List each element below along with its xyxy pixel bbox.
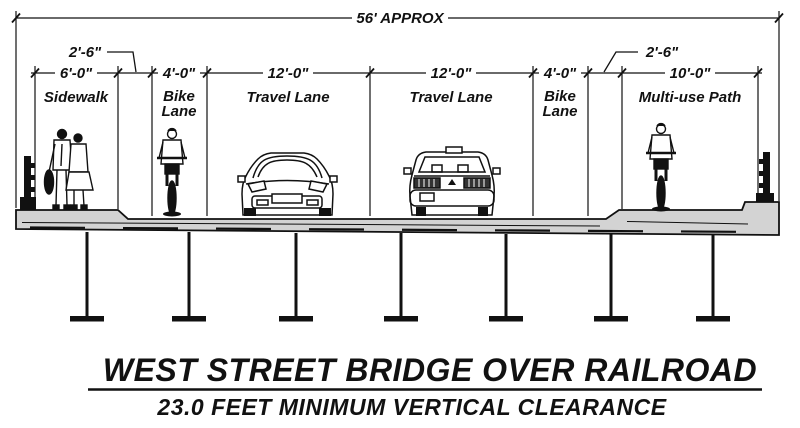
travel-lane-right-label: Travel Lane [409,89,492,106]
extension-lines [15,11,780,216]
offset-right-dimension: 2'-6" [645,44,679,61]
pedestrians-figure [43,128,94,210]
sidewalk-dimension: 6'-0" [60,65,93,82]
bridge-girders [70,232,730,322]
multi-use-path-dimension: 10'-0" [670,65,712,82]
offset-left-dimension: 2'-6" [68,44,102,61]
title-block: WEST STREET BRIDGE OVER RAILROAD 23.0 FE… [88,352,762,420]
dimension-text-backgrounds [55,11,715,79]
bike-lane-left-label-line2: Lane [161,103,196,120]
drawing-title: WEST STREET BRIDGE OVER RAILROAD [103,352,757,388]
car-rear-figure [403,146,501,216]
car-front-figure [237,152,338,216]
bike-lane-right-dimension: 4'-0" [543,65,577,82]
travel-lane-left-dimension: 12'-0" [268,65,310,82]
right-railing [756,152,774,202]
multi-use-path-label: Multi-use Path [639,89,742,106]
bike-lane-right-label-line2: Lane [542,103,577,120]
overall-dimension: 56' APPROX [356,10,444,27]
left-railing [20,156,36,210]
travel-lane-left-label: Travel Lane [246,89,329,106]
drawing-subtitle: 23.0 FEET MINIMUM VERTICAL CLEARANCE [156,394,666,420]
sidewalk-label: Sidewalk [44,89,109,106]
cyclist-figure-left [155,127,189,218]
bridge-deck [15,201,780,236]
cyclist-figure-right [644,122,678,213]
dimension-ticks [11,12,784,79]
dimension-texts: 56' APPROX 2'-6" 2'-6" 6'-0" 4'-0" 12'-0… [60,10,711,82]
bike-lane-left-label-line1: Bike [163,88,195,105]
travel-lane-right-dimension: 12'-0" [431,65,473,82]
lane-labels: Sidewalk Bike Lane Travel Lane Travel La… [44,88,741,120]
bike-lane-right-label-line1: Bike [544,88,576,105]
bike-lane-left-dimension: 4'-0" [162,65,196,82]
